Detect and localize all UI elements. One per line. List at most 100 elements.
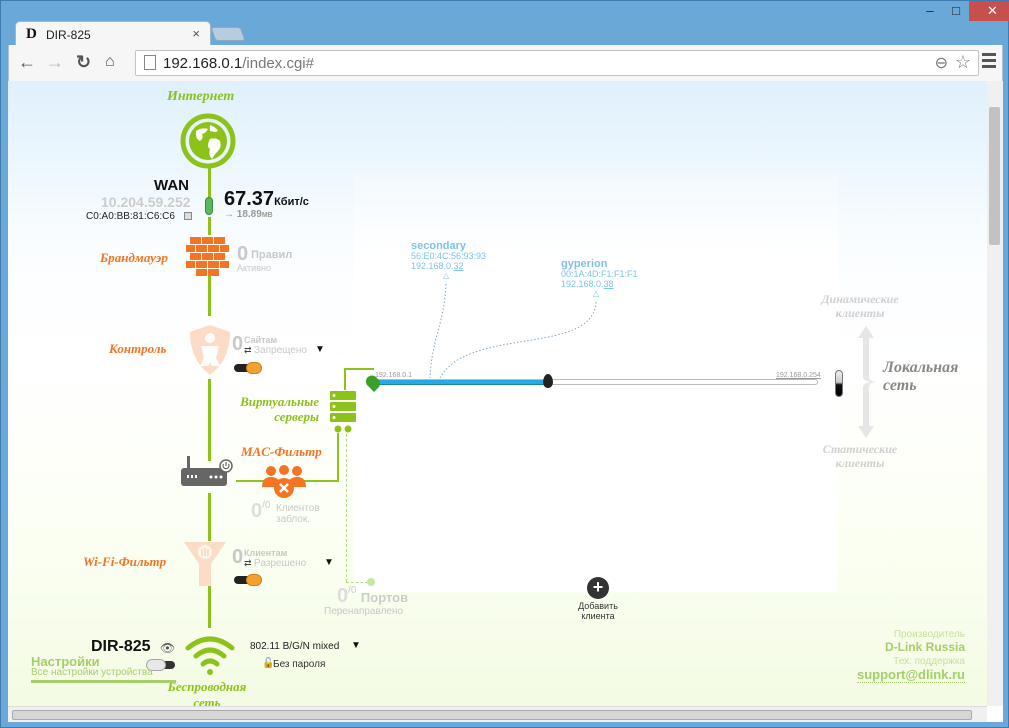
vendor-name: D-Link Russia (884, 640, 965, 654)
swap-icon[interactable]: ⇄ (244, 345, 252, 355)
firewall-status: Активно (237, 263, 271, 273)
wifi-filter-status: Разрешено (254, 558, 307, 569)
client-links (429, 283, 597, 379)
add-icon: + (587, 577, 609, 599)
static-clients-line2: клиенты (835, 456, 885, 470)
port-forward-dashed-line (346, 434, 347, 582)
port-forward-dashed-line (346, 582, 368, 583)
swap-icon[interactable]: ⇄ (244, 558, 252, 568)
vertical-scrollbar[interactable] (987, 81, 1003, 706)
mac-filter-total: /0 (262, 500, 271, 511)
vendor-label: Производитель (893, 629, 965, 640)
show-password-eye-icon[interactable]: 👁 (160, 641, 176, 655)
dynamic-clients-line1: Динамические (821, 292, 899, 306)
wan-port-icon (205, 197, 213, 215)
maximize-button[interactable]: □ (952, 3, 960, 18)
end-ip-handle[interactable] (835, 370, 843, 397)
parental-control-shield-icon[interactable] (188, 324, 232, 376)
chrome-menu-icon[interactable] (982, 53, 996, 71)
router-dashboard: Интернет WAN 10.204.59.252 C0:A0:BB:81:C… (8, 81, 987, 706)
reload-button[interactable]: ↻ (76, 52, 92, 72)
settings-title: Настройки (31, 654, 100, 669)
vendor-info: Производитель D-Link Russia Тех. поддерж… (856, 629, 965, 683)
copy-icon[interactable] (184, 212, 192, 220)
client-name: secondary (411, 240, 467, 252)
speed-unit: Кбит/с (274, 196, 309, 208)
zoom-icon[interactable]: ⊖ (934, 55, 948, 72)
mac-filter-unit: Клиентов (276, 503, 320, 514)
home-button[interactable]: ⌂ (105, 53, 115, 70)
wifi-filter-funnel-icon[interactable] (184, 542, 228, 586)
connector-line (337, 433, 339, 481)
control-dropdown-icon[interactable]: ▼ (315, 344, 325, 355)
close-window-button[interactable]: ✕ (969, 1, 1009, 21)
connector-line (208, 217, 211, 235)
client-ip-suffix: 38 (603, 279, 614, 289)
client-ip-prefix: 192.168.0. (561, 279, 604, 289)
settings-link[interactable]: Настройки Все настройки устройства (31, 654, 176, 683)
mac-filter-count: 0 (251, 500, 263, 522)
router-icon[interactable] (181, 454, 233, 490)
wifi-icon[interactable] (184, 634, 236, 676)
brick-wall-icon[interactable] (186, 237, 230, 277)
settings-underline (31, 680, 176, 683)
back-button[interactable]: ← (18, 52, 36, 72)
firewall-label[interactable]: Брандмауэр (100, 250, 168, 265)
address-bar[interactable]: 192.168.0.1/index.cgi# ⊖ ☆ (135, 50, 979, 76)
scroll-thumb[interactable] (989, 107, 1000, 245)
url-path: /index.cgi# (242, 55, 314, 72)
client-ip-prefix: 192.168.0. (411, 261, 454, 271)
url-text[interactable]: 192.168.0.1/index.cgi# (163, 55, 314, 72)
ports-total: /0 (348, 585, 357, 596)
wireless-toggle[interactable] (146, 659, 175, 671)
wan-speed: 67.37Кбит/с (224, 188, 309, 211)
client-card[interactable]: gyperion 00:1A:4D:F1:F1:F1 192.168.0.38 … (561, 259, 638, 299)
speed-value: 67.37 (224, 188, 275, 210)
client-card[interactable]: secondary 56:E0:4C:56:93:93 192.168.0.32… (411, 241, 486, 281)
globe-icon[interactable] (180, 113, 236, 169)
settings-subtitle: Все настройки устройства (31, 667, 153, 678)
new-tab-button[interactable] (210, 27, 246, 41)
dynamic-clients-label[interactable]: Динамические клиенты (814, 292, 906, 320)
horizontal-scrollbar[interactable] (8, 706, 987, 722)
wireless-mode-dropdown-icon[interactable]: ▼ (351, 640, 361, 651)
wifi-filter-toggle[interactable] (234, 574, 262, 586)
server-stack-icon[interactable] (330, 391, 358, 435)
static-clients-label[interactable]: Статические клиенты (814, 442, 906, 470)
add-client-button[interactable]: + Добавить клиента (568, 577, 628, 621)
lan-label-line1: Локальная (883, 359, 959, 376)
minimize-button[interactable]: – (926, 3, 934, 18)
wifi-filter-dropdown-icon[interactable]: ▼ (324, 557, 334, 568)
internet-label: Интернет (167, 89, 235, 104)
dlink-favicon: D (26, 26, 37, 42)
mac-filter-label[interactable]: MAC-Фильтр (241, 444, 322, 459)
tab-close-icon[interactable]: × (192, 26, 200, 41)
client-name: gyperion (561, 258, 608, 270)
scroll-thumb[interactable] (12, 710, 972, 720)
dhcp-marker[interactable] (543, 374, 553, 388)
add-client-line2: клиента (581, 611, 615, 621)
start-ip: 192.168.0.1 (375, 372, 412, 379)
blocked-users-icon[interactable] (262, 465, 306, 499)
wifi-filter-label[interactable]: Wi-Fi-Фильтр (83, 554, 167, 569)
virtual-servers-line2: серверы (274, 409, 319, 424)
browser-tab[interactable]: D DIR-825 × (15, 21, 211, 45)
wan-mac: C0:A0:BB:81:C6:C6 (86, 211, 175, 222)
wan-ip: 10.204.59.252 (101, 194, 191, 210)
bookmark-star-icon[interactable]: ☆ (954, 52, 971, 72)
support-email-link[interactable]: support@dlink.ru (856, 667, 965, 683)
end-ip: 192.168.0.254 (776, 372, 821, 379)
wireless-label[interactable]: Беспроводная сеть (153, 679, 261, 706)
client-ip-suffix: 32 (453, 261, 464, 271)
wan-label: WAN (154, 177, 189, 194)
control-toggle[interactable] (234, 362, 262, 374)
wireless-mode[interactable]: 802.11 B/G/N mixed (250, 641, 340, 652)
forward-button[interactable]: → (46, 52, 64, 72)
wifi-filter-count: 0 (232, 546, 244, 568)
virtual-servers-label[interactable]: Виртуальные серверы (228, 394, 319, 424)
static-clients-line1: Статические (822, 442, 898, 456)
control-label[interactable]: Контроль (109, 341, 167, 356)
firewall-count: 0 (237, 243, 249, 265)
control-unit: Сайтам (244, 335, 278, 345)
wireless-ssid: DIR-825 (91, 638, 151, 655)
